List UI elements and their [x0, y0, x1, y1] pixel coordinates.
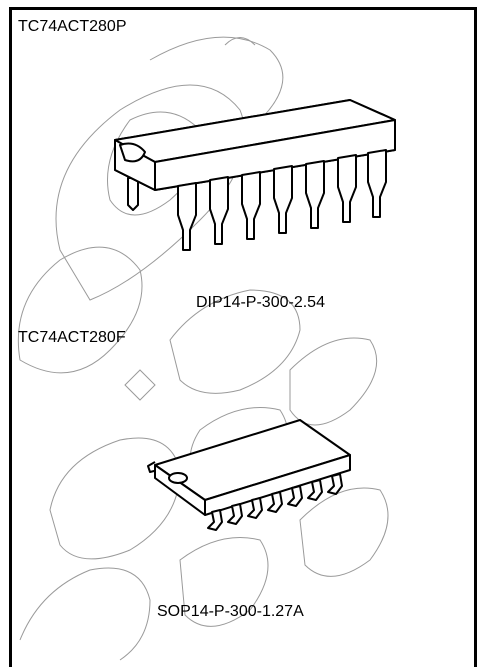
dip-front-pins [177, 149, 387, 251]
part-number-sop: TC74ACT280F [18, 329, 126, 346]
part-number-dip: TC74ACT280P [18, 18, 127, 35]
sop-front-leads [207, 473, 343, 531]
package-code-dip: DIP14-P-300-2.54 [196, 294, 325, 311]
package-code-sop: SOP14-P-300-1.27A [157, 603, 304, 620]
figure-frame [9, 7, 477, 667]
